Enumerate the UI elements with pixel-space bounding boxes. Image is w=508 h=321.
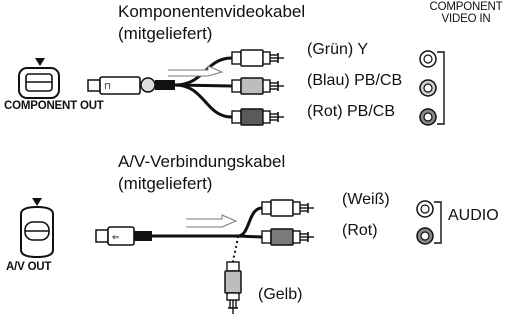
plug-blue	[231, 77, 285, 95]
audio-jacks	[416, 200, 442, 245]
component-cable-title: Komponentenvideokabel	[118, 2, 306, 21]
plug-label-green: (Grün) Y	[307, 41, 369, 58]
svg-text:⊓: ⊓	[104, 81, 111, 91]
component-video-in-jacks	[419, 50, 445, 126]
jack-red-icon	[419, 108, 437, 126]
av-out-port-icon	[20, 198, 54, 259]
jack-red-audio-icon	[416, 227, 434, 245]
plug-label-red-av: (Rot)	[342, 222, 378, 239]
component-direction-arrow-icon	[168, 65, 224, 77]
plug-white	[261, 199, 315, 217]
plug-red-av	[261, 228, 315, 246]
component-input-header-line2: VIDEO IN	[441, 13, 491, 25]
plug-label-blue: (Blau) PB/CB	[307, 72, 403, 89]
component-cables	[174, 56, 233, 119]
component-input-header: COMPONENT VIDEO IN	[423, 1, 508, 25]
audio-label: AUDIO	[448, 207, 499, 224]
jack-green-icon	[419, 50, 437, 68]
component-out-label: COMPONENT OUT	[4, 100, 104, 112]
plug-label-yellow: (Gelb)	[258, 286, 303, 303]
component-connector: ⊓	[87, 76, 175, 95]
component-cable-subtitle: (mitgeliefert)	[118, 24, 213, 43]
av-cables	[152, 206, 263, 239]
plug-green	[231, 49, 285, 67]
plug-label-red-component: (Rot) PB/CB	[307, 103, 396, 120]
svg-text:⇐: ⇐	[112, 232, 120, 242]
jack-blue-icon	[419, 79, 437, 97]
plug-label-white: (Weiß)	[342, 191, 390, 208]
av-connector: ⇐	[95, 226, 152, 246]
jack-white-icon	[416, 200, 434, 218]
av-out-label: A/V OUT	[6, 261, 52, 273]
plug-red-component	[231, 108, 285, 126]
av-cable-subtitle: (mitgeliefert)	[118, 174, 213, 193]
av-video-cable-dotted	[232, 235, 239, 263]
plug-yellow	[224, 261, 242, 315]
av-direction-arrow-icon	[186, 214, 238, 228]
component-input-header-line1: COMPONENT	[429, 1, 503, 13]
av-cable-title: A/V-Verbindungskabel	[118, 152, 286, 171]
component-out-port-icon	[18, 58, 60, 99]
